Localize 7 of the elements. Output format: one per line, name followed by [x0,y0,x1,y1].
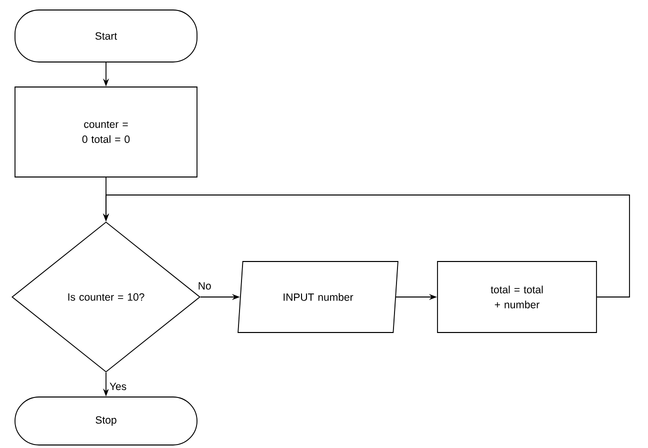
input-parallelogram: INPUT number [238,261,398,333]
process-box: counter = 0 total = 0 [14,86,198,178]
terminator-box: Start [14,10,198,62]
edge-label: Yes [110,382,126,390]
terminator-box: Stop [14,396,198,446]
process-box: total = total + number [437,261,597,333]
edge-label: No [198,282,211,290]
